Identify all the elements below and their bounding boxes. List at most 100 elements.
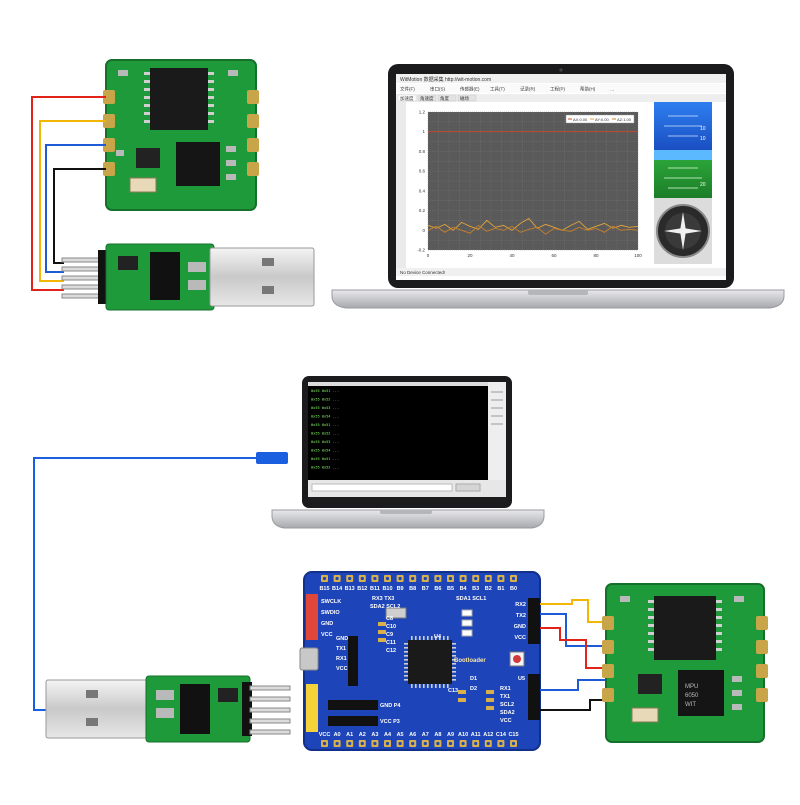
bottom-pin-label: A7 <box>422 732 429 738</box>
bottom-usb-ttl-adapter <box>45 675 291 743</box>
label-rx1b: RX1 <box>500 686 511 692</box>
crystal <box>129 177 157 193</box>
label-c9: C9 <box>386 632 393 638</box>
top-wires <box>31 96 106 291</box>
right-pin-label: TX2 <box>516 613 526 619</box>
terminal-line: 0x55 0x51 ... <box>311 389 339 393</box>
x-tick-label: 60 <box>551 253 557 258</box>
power-header <box>306 684 318 732</box>
terminal-line: 0x55 0x52 ... <box>311 432 339 436</box>
label-sda1scl1: SDA1 SCL1 <box>456 596 486 602</box>
label-c8: C8 <box>386 616 393 622</box>
label-gnd-p4: GND P4 <box>380 703 401 709</box>
top-pin-label: B10 <box>382 586 392 592</box>
bottom-pin-label: A1 <box>346 732 353 738</box>
right-pin-label: GND <box>514 624 526 630</box>
menu-item[interactable]: 串口(S) <box>430 87 445 93</box>
label-bootloader: Bootloader <box>454 658 486 664</box>
legend-entry: AZ:1.00 <box>617 117 632 122</box>
label-c13: C13 <box>448 688 458 694</box>
tab[interactable]: 磁场 <box>460 95 469 102</box>
micro-usb-port <box>299 647 319 671</box>
right-pin-label: RX2 <box>515 602 526 608</box>
top-pin-label: B2 <box>485 586 492 592</box>
menu-item[interactable]: 传感器(E) <box>460 86 480 93</box>
label-vcc-r: VCC <box>500 718 512 724</box>
bottom-pin-label: C14 <box>496 732 507 738</box>
usb-cable <box>33 457 262 711</box>
label-tx1: TX1 <box>336 646 346 652</box>
y-tick-label: 0.2 <box>419 208 426 213</box>
label-d1: D1 <box>470 676 477 682</box>
chip-text-1: MPU <box>685 684 698 690</box>
x-tick-label: 40 <box>509 253 515 258</box>
menu-item[interactable]: 文件(F) <box>400 86 415 93</box>
tab[interactable]: 角速度 <box>420 95 434 102</box>
y-tick-label: 0.6 <box>419 169 426 174</box>
menu-item[interactable]: 帮助(H) <box>580 86 596 93</box>
label-u4: U4 <box>434 634 442 640</box>
label-c12: C12 <box>386 648 396 654</box>
status-bar: No Device Connected! <box>400 270 445 275</box>
left-pin-label: SWCLK <box>321 599 341 605</box>
soic-chip <box>150 68 208 130</box>
top-sensor-module <box>103 59 259 211</box>
top-pin-label: B7 <box>422 586 429 592</box>
menu-item[interactable]: … <box>610 87 615 92</box>
menu-item[interactable]: 工具(T) <box>490 87 505 93</box>
left-pin-label: GND <box>321 621 333 627</box>
label-gnd-left: GND <box>336 636 348 642</box>
legend-entry: AX:0.00 <box>573 117 588 122</box>
mpu-chip <box>678 670 724 716</box>
label-d2: D2 <box>470 686 477 692</box>
bottom-sensor-module: MPU 6050 WIT <box>602 583 768 743</box>
terminal-line: 0x55 0x51 ... <box>311 457 339 461</box>
y-tick-label: 0.4 <box>419 188 426 193</box>
x-tick-label: 100 <box>634 253 642 258</box>
top-pin-label: B14 <box>332 586 343 592</box>
label-scl2: SCL2 <box>500 702 514 708</box>
app-window-title: WitMotion 数据采集 http://wit-motion.com <box>400 76 491 83</box>
top-pin-label: B15 <box>319 586 329 592</box>
legend <box>565 114 635 124</box>
bottom-wires <box>540 599 606 711</box>
x-tick-label: 80 <box>593 253 599 258</box>
top-pin-label: B1 <box>497 586 504 592</box>
chip-text-2: 6050 <box>685 693 699 699</box>
y-tick-label: 0 <box>422 228 425 233</box>
menu-item[interactable]: 工程(P) <box>550 86 565 93</box>
top-pin-label: B8 <box>409 586 416 592</box>
top-laptop: WitMotion 数据采集 http://wit-motion.com 文件(… <box>331 64 785 309</box>
series-line-1 <box>427 217 639 231</box>
top-pin-label: B11 <box>370 586 380 592</box>
label-sda2: SDA2 <box>500 710 515 716</box>
label-vcc-left: VCC <box>336 666 348 672</box>
sensor-chip <box>176 142 220 186</box>
terminal-line: 0x55 0x51 ... <box>311 423 339 427</box>
gauge-label-1: 10 <box>700 126 706 132</box>
soic-chip-bottom <box>654 596 716 660</box>
y-tick-label: 1 <box>422 129 425 134</box>
top-pin-label: B12 <box>357 586 367 592</box>
top-pin-label: B6 <box>434 586 441 592</box>
terminal-line: 0x55 0x54 ... <box>311 449 339 453</box>
bottom-laptop: 0x55 0x51 ...0x55 0x52 ...0x55 0x53 ...0… <box>271 376 545 529</box>
top-pin-label: B4 <box>460 586 468 592</box>
x-tick-label: 20 <box>467 253 473 258</box>
bottom-pin-label: A8 <box>434 732 441 738</box>
chip-text-3: WIT <box>685 702 696 708</box>
tab[interactable]: 加速度 <box>400 95 414 102</box>
i2c-header <box>528 674 540 720</box>
menu-item[interactable]: 记录(R) <box>520 86 536 92</box>
label-tx1b: TX1 <box>500 694 510 700</box>
label-rx3tx3: RX3 TX3 <box>372 596 394 602</box>
left-pin-label: VCC <box>321 632 333 638</box>
y-tick-label: 0.8 <box>419 149 426 154</box>
top-pin-label: B9 <box>397 586 404 592</box>
tab[interactable]: 角度 <box>440 95 449 102</box>
x-tick-label: 0 <box>427 253 430 258</box>
bottom-pin-label: A5 <box>397 732 404 738</box>
regulator-chip <box>136 148 160 168</box>
